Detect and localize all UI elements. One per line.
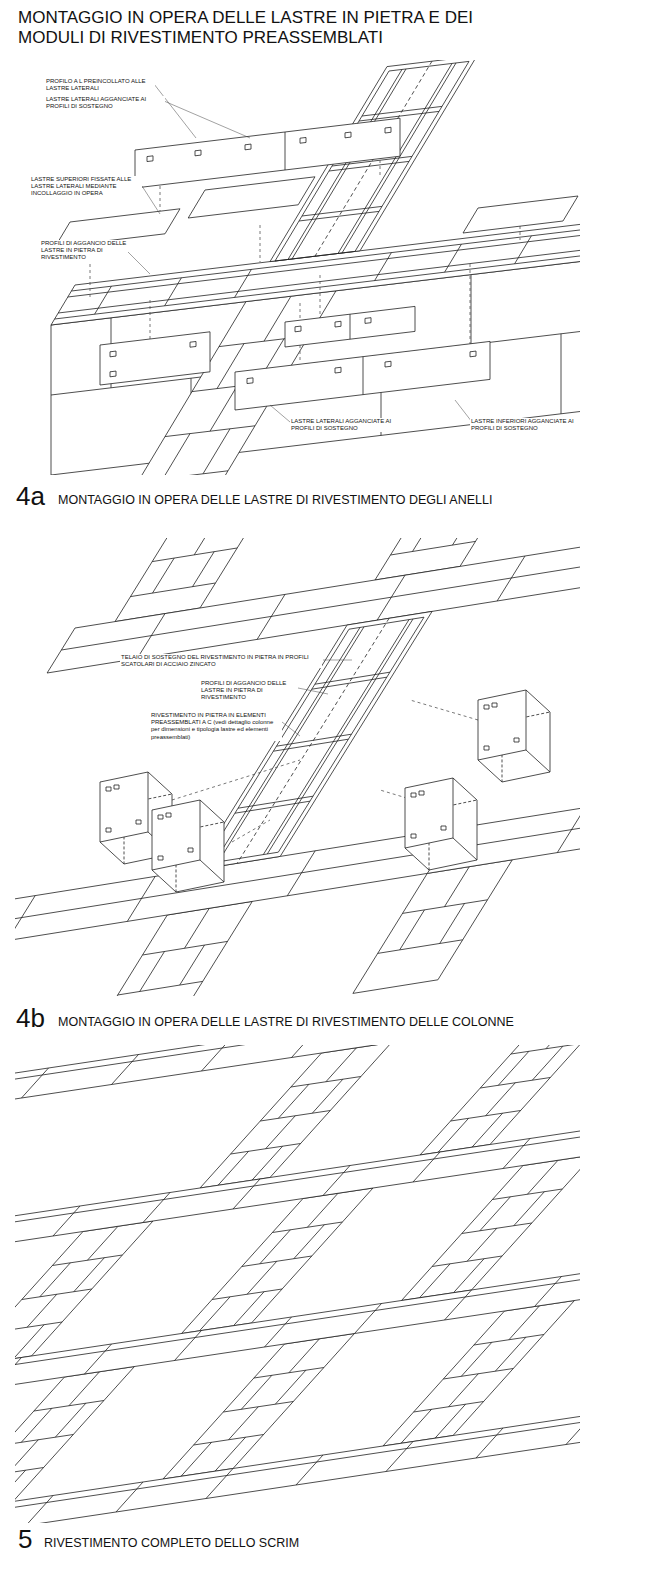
drawing-title: MONTAGGIO IN OPERA DELLE LASTRE IN PIETR… — [18, 8, 488, 47]
step-caption: MONTAGGIO IN OPERA DELLE LASTRE DI RIVES… — [58, 1016, 648, 1029]
drawing-line — [295, 326, 301, 332]
callout: PROFILI DI AGGANCIO DELLE LASTRE IN PIET… — [200, 680, 298, 702]
callout: RIVESTIMENTO IN PIETRA IN ELEMENTI PREAS… — [150, 712, 282, 741]
drawing-line — [391, 538, 519, 555]
c-element — [152, 800, 224, 892]
panel-5-drawing — [15, 1045, 580, 1523]
drawing-line — [350, 314, 351, 339]
drawing-line — [131, 538, 259, 597]
ring-and-column — [15, 60, 580, 475]
drawing-line — [245, 144, 251, 150]
callout: LASTRE SUPERIORI FISSATE ALLE LASTRE LAT… — [30, 176, 142, 198]
step-number: 4b — [16, 1005, 56, 1031]
drawing-line — [470, 351, 476, 357]
drawing-line — [285, 306, 415, 347]
drawing-line — [128, 84, 472, 422]
drawing-line — [188, 177, 315, 218]
drawing-line — [47, 538, 580, 673]
scrim-lattice — [15, 1045, 580, 1523]
drawing-line — [47, 538, 580, 673]
drawing-line — [235, 341, 490, 410]
step-caption: RIVESTIMENTO COMPLETO DELLO SCRIM — [44, 1537, 634, 1550]
side-slab-upper — [135, 118, 400, 188]
drawing-line — [345, 132, 351, 138]
drawing-line — [365, 318, 371, 324]
drawing-line — [385, 127, 391, 133]
drawing-line — [285, 132, 286, 170]
step-number: 5 — [18, 1526, 48, 1552]
drawing-line — [110, 351, 116, 357]
drawing-line — [385, 361, 391, 367]
drawing-line — [300, 137, 306, 143]
callout: PROFILO A L PREINCOLLATO ALLE LASTRE LAT… — [45, 78, 155, 92]
drawing-line — [195, 150, 201, 156]
top-slab — [188, 177, 315, 218]
drawing-line — [247, 378, 253, 384]
step-number: 4a — [16, 483, 56, 509]
step-caption: MONTAGGIO IN OPERA DELLE LASTRE DI RIVES… — [58, 494, 648, 507]
drawing-line — [100, 332, 210, 385]
rings-and-frame — [15, 538, 580, 996]
leader-lines — [128, 84, 472, 422]
drawing-line — [147, 156, 153, 162]
panel-4a-drawing — [15, 60, 580, 475]
side-slab-near — [285, 306, 415, 347]
callout: TELAIO DI SOSTEGNO DEL RIVESTIMENTO IN P… — [120, 654, 322, 668]
c-element — [405, 778, 477, 870]
drawing-line — [335, 367, 341, 373]
side-slab-left — [100, 332, 210, 385]
callout: LASTRE INFERIORI AGGANCIATE AI PROFILI D… — [470, 418, 578, 432]
drawing-line — [15, 1065, 580, 1290]
callout: LASTRE LATERALI AGGANCIATE AI PROFILI DI… — [45, 96, 165, 110]
drawing-line — [363, 357, 364, 395]
drawing-line — [135, 118, 400, 188]
c-element — [478, 690, 550, 782]
drawing-line — [15, 1045, 580, 1125]
drawing-line — [463, 196, 578, 233]
side-slab-lower — [235, 341, 490, 410]
drawing-line — [335, 321, 341, 327]
drawing-line — [190, 341, 196, 347]
panel-4b-drawing — [15, 538, 580, 996]
drawing-line — [15, 1230, 580, 1455]
callout: PROFILI DI AGGANCIO DELLE LASTRE IN PIET… — [40, 240, 128, 262]
drawing-line — [15, 1395, 580, 1523]
callout: LASTRE LATERALI AGGANCIATE AI PROFILI DI… — [290, 418, 404, 432]
top-slab — [463, 196, 578, 233]
drawing-line — [110, 371, 116, 377]
